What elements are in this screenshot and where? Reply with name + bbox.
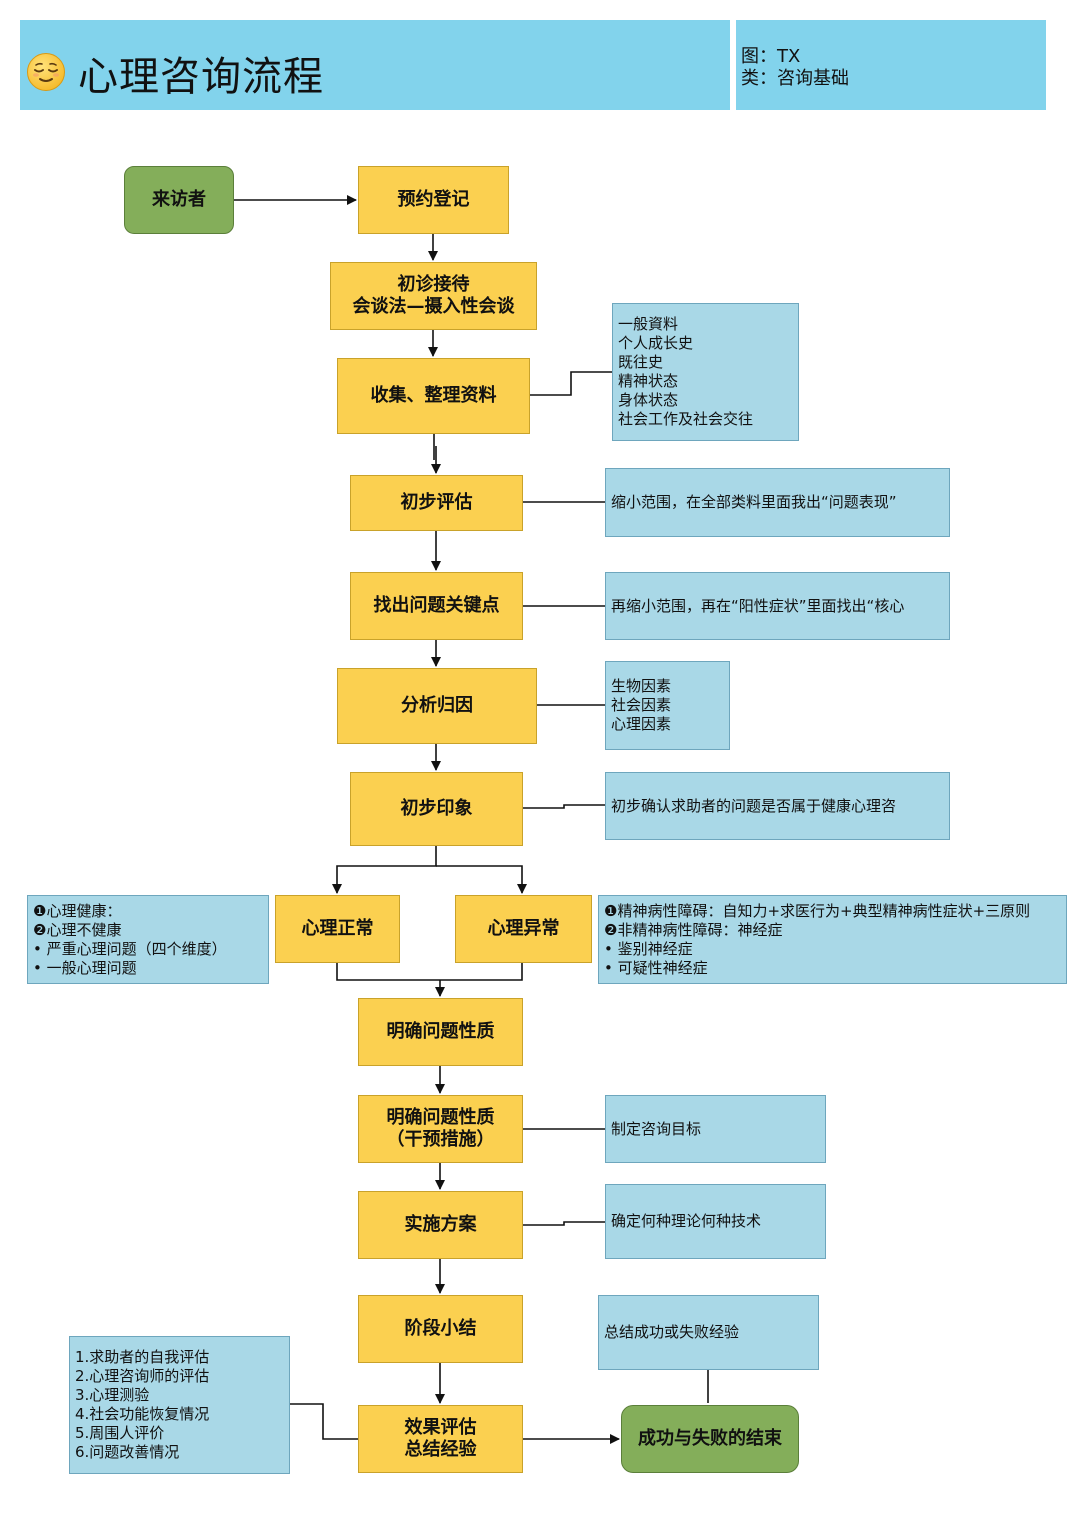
node-clarify-nature: 明确问题性质 bbox=[358, 998, 523, 1066]
node-evaluation-line2: 总结经验 bbox=[404, 1439, 477, 1460]
page-title: 心理咨询流程 bbox=[78, 54, 324, 100]
note-key-points: 再缩小范围，再在“阳性症状”里面找出“核心 bbox=[605, 572, 950, 640]
note-evaluation-item: 4.社会功能恢复情况 bbox=[75, 1405, 210, 1423]
note-normal-item: ❶心理健康： bbox=[33, 901, 122, 920]
note-abnormal-item: ❷非精神病性障碍：神经症 bbox=[604, 920, 783, 939]
note-attribution-item: 生物因素 bbox=[611, 677, 672, 695]
note-evaluation-item: 3.心理测验 bbox=[75, 1386, 150, 1404]
note-abnormal-item: ❶精神病性障碍：自知力+求医行为+典型精神病性症状+三原则 bbox=[604, 901, 1031, 920]
note-key-points-text: 再缩小范围，再在“阳性症状”里面找出“核心 bbox=[611, 596, 905, 615]
note-collect-item: 既往史 bbox=[618, 353, 664, 371]
note-technique: 确定何种理论何种技术 bbox=[605, 1184, 826, 1259]
relieved-face-icon bbox=[27, 53, 65, 91]
node-first-visit-line1: 初诊接待 bbox=[397, 274, 470, 295]
node-end: 成功与失败的结束 bbox=[621, 1405, 799, 1473]
note-summary: 总结成功或失败经验 bbox=[598, 1295, 819, 1370]
note-collect-item: 个人成长史 bbox=[618, 334, 694, 352]
note-attribution: 生物因素 社会因素 心理因素 bbox=[605, 661, 730, 750]
node-visitor-label: 来访者 bbox=[152, 189, 206, 210]
node-abnormal: 心理异常 bbox=[455, 895, 592, 963]
node-visitor: 来访者 bbox=[124, 166, 234, 234]
note-collect-item: 一般資料 bbox=[618, 315, 679, 333]
note-evaluation-item: 1.求助者的自我评估 bbox=[75, 1348, 210, 1366]
node-normal: 心理正常 bbox=[275, 895, 400, 963]
note-impression-text: 初步确认求助者的问题是否属于健康心理咨 bbox=[611, 796, 897, 815]
node-attribution-label: 分析归因 bbox=[401, 695, 473, 716]
node-normal-label: 心理正常 bbox=[301, 918, 374, 939]
note-attribution-item: 心理因素 bbox=[611, 715, 672, 733]
node-end-label: 成功与失败的结束 bbox=[638, 1428, 782, 1449]
node-implement: 实施方案 bbox=[358, 1191, 523, 1259]
header-title-bar bbox=[20, 20, 730, 110]
node-stage-summary: 阶段小结 bbox=[358, 1295, 523, 1363]
note-normal-item: ❷心理不健康 bbox=[33, 920, 122, 939]
note-collect-items: 一般資料 个人成长史 既往史 精神状态 身体状态 社会工作及社会交往 bbox=[612, 303, 799, 441]
note-evaluation-item: 2.心理咨询师的评估 bbox=[75, 1367, 210, 1385]
node-intervention-line1: 明确问题性质 bbox=[386, 1107, 495, 1128]
node-initial-impression: 初步印象 bbox=[350, 772, 523, 846]
node-collect-label: 收集、整理资料 bbox=[370, 385, 497, 406]
note-collect-item: 精神状态 bbox=[618, 372, 679, 390]
node-evaluation: 效果评估 总结经验 bbox=[358, 1405, 523, 1473]
note-assessment-text: 缩小范围，在全部类料里面我出“问题表现” bbox=[611, 493, 897, 511]
header-meta-chart: 图：TX bbox=[741, 46, 801, 67]
note-summary-text: 总结成功或失败经验 bbox=[604, 1323, 740, 1341]
node-first-visit-line2: 会谈法—摄入性会谈 bbox=[352, 296, 515, 317]
node-intervention: 明确问题性质 （干预措施） bbox=[358, 1095, 523, 1163]
node-implement-label: 实施方案 bbox=[404, 1214, 477, 1235]
node-clarify-nature-label: 明确问题性质 bbox=[386, 1021, 495, 1042]
node-key-points-label: 找出问题关键点 bbox=[373, 595, 500, 616]
node-intervention-line2: （干预措施） bbox=[386, 1129, 495, 1150]
node-appointment-label: 预约登记 bbox=[397, 189, 470, 210]
node-appointment: 预约登记 bbox=[358, 166, 509, 234]
node-key-points: 找出问题关键点 bbox=[350, 572, 523, 640]
node-initial-impression-label: 初步印象 bbox=[400, 798, 473, 819]
node-initial-assessment-label: 初步评估 bbox=[400, 492, 473, 513]
node-evaluation-line1: 效果评估 bbox=[404, 1417, 477, 1438]
note-attribution-item: 社会因素 bbox=[611, 696, 672, 714]
note-technique-text: 确定何种理论何种技术 bbox=[611, 1212, 762, 1230]
note-goal-text: 制定咨询目标 bbox=[611, 1119, 702, 1138]
note-evaluation-item: 6.问题改善情况 bbox=[75, 1443, 180, 1461]
note-collect-item: 社会工作及社会交往 bbox=[618, 410, 754, 428]
note-impression: 初步确认求助者的问题是否属于健康心理咨 bbox=[605, 772, 950, 840]
node-attribution: 分析归因 bbox=[337, 668, 537, 744]
note-normal-item: • 一般心理问题 bbox=[33, 958, 137, 977]
note-evaluation: 1.求助者的自我评估 2.心理咨询师的评估 3.心理测验 4.社会功能恢复情况 … bbox=[69, 1336, 290, 1474]
header-meta-bar bbox=[736, 20, 1046, 110]
note-abnormal: ❶精神病性障碍：自知力+求医行为+典型精神病性症状+三原则 ❷非精神病性障碍：神… bbox=[598, 895, 1067, 984]
note-goal: 制定咨询目标 bbox=[605, 1095, 826, 1163]
node-initial-assessment: 初步评估 bbox=[350, 475, 523, 531]
header-meta-category: 类：咨询基础 bbox=[741, 68, 849, 89]
node-first-visit: 初诊接待 会谈法—摄入性会谈 bbox=[330, 262, 537, 330]
note-evaluation-item: 5.周围人评价 bbox=[75, 1424, 165, 1442]
note-assessment: 缩小范围，在全部类料里面我出“问题表现” bbox=[605, 468, 950, 537]
node-collect: 收集、整理资料 bbox=[337, 358, 530, 434]
note-abnormal-item: • 鉴别神经症 bbox=[604, 939, 693, 958]
note-normal-item: • 严重心理问题（四个维度） bbox=[33, 939, 227, 958]
note-abnormal-item: • 可疑性神经症 bbox=[604, 958, 708, 977]
note-collect-item: 身体状态 bbox=[618, 391, 679, 409]
note-normal: ❶心理健康： ❷心理不健康 • 严重心理问题（四个维度） • 一般心理问题 bbox=[27, 895, 269, 984]
node-stage-summary-label: 阶段小结 bbox=[404, 1318, 477, 1339]
node-abnormal-label: 心理异常 bbox=[487, 918, 560, 939]
